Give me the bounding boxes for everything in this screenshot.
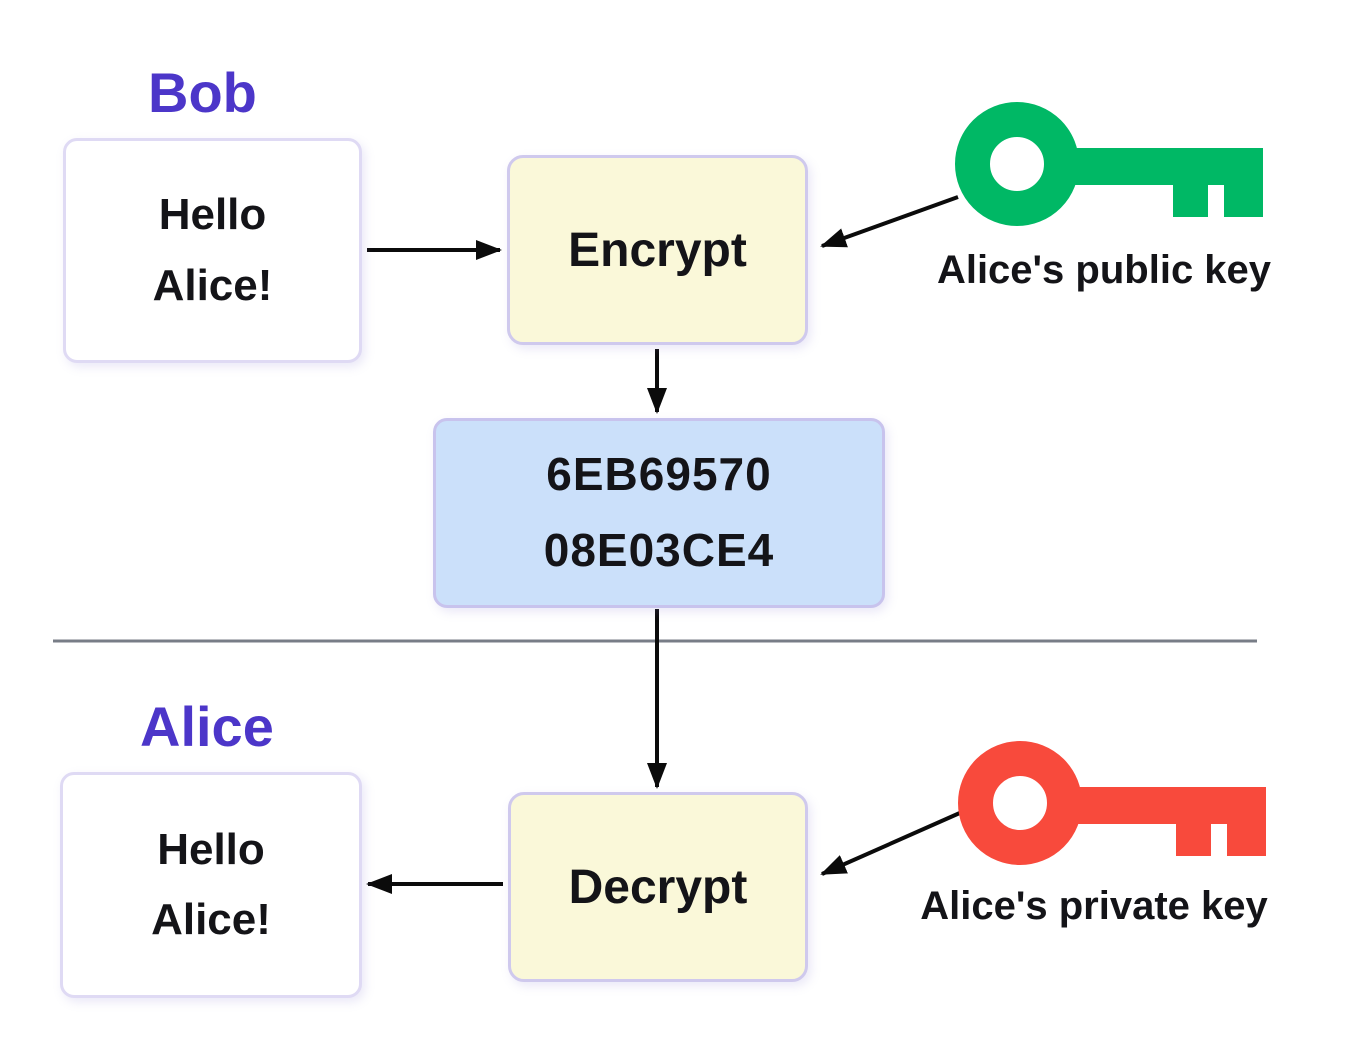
plaintext-message-box-bottom: Hello Alice! [60,772,362,998]
private-key-label: Alice's private key [920,884,1268,928]
key-icon [958,741,1266,865]
plaintext-top-line1: Hello [158,190,267,240]
public-key-label: Alice's public key [936,248,1272,292]
ciphertext-line2: 08E03CE4 [543,524,775,576]
key-icon [955,102,1263,226]
plaintext-bottom-line2: Alice! [151,895,271,944]
receiver-actor-label: Alice [140,695,274,758]
plaintext-message-box-top: Hello Alice! [63,138,362,363]
arrow-public-key-to-encrypt [820,195,959,248]
decrypt-process-box: Decrypt [508,792,808,982]
ciphertext-box: 6EB69570 08E03CE4 [433,418,885,608]
plaintext-top-line2: Alice! [152,260,273,310]
sender-actor-label: Bob [148,61,257,124]
plaintext-bottom-line1: Hello [157,824,265,874]
ciphertext-line1: 6EB69570 [546,448,772,501]
encrypt-process-box: Encrypt [507,155,808,345]
arrow-private-key-to-decrypt [820,810,963,876]
decrypt-label: Decrypt [568,860,748,914]
encrypt-label: Encrypt [568,223,747,277]
